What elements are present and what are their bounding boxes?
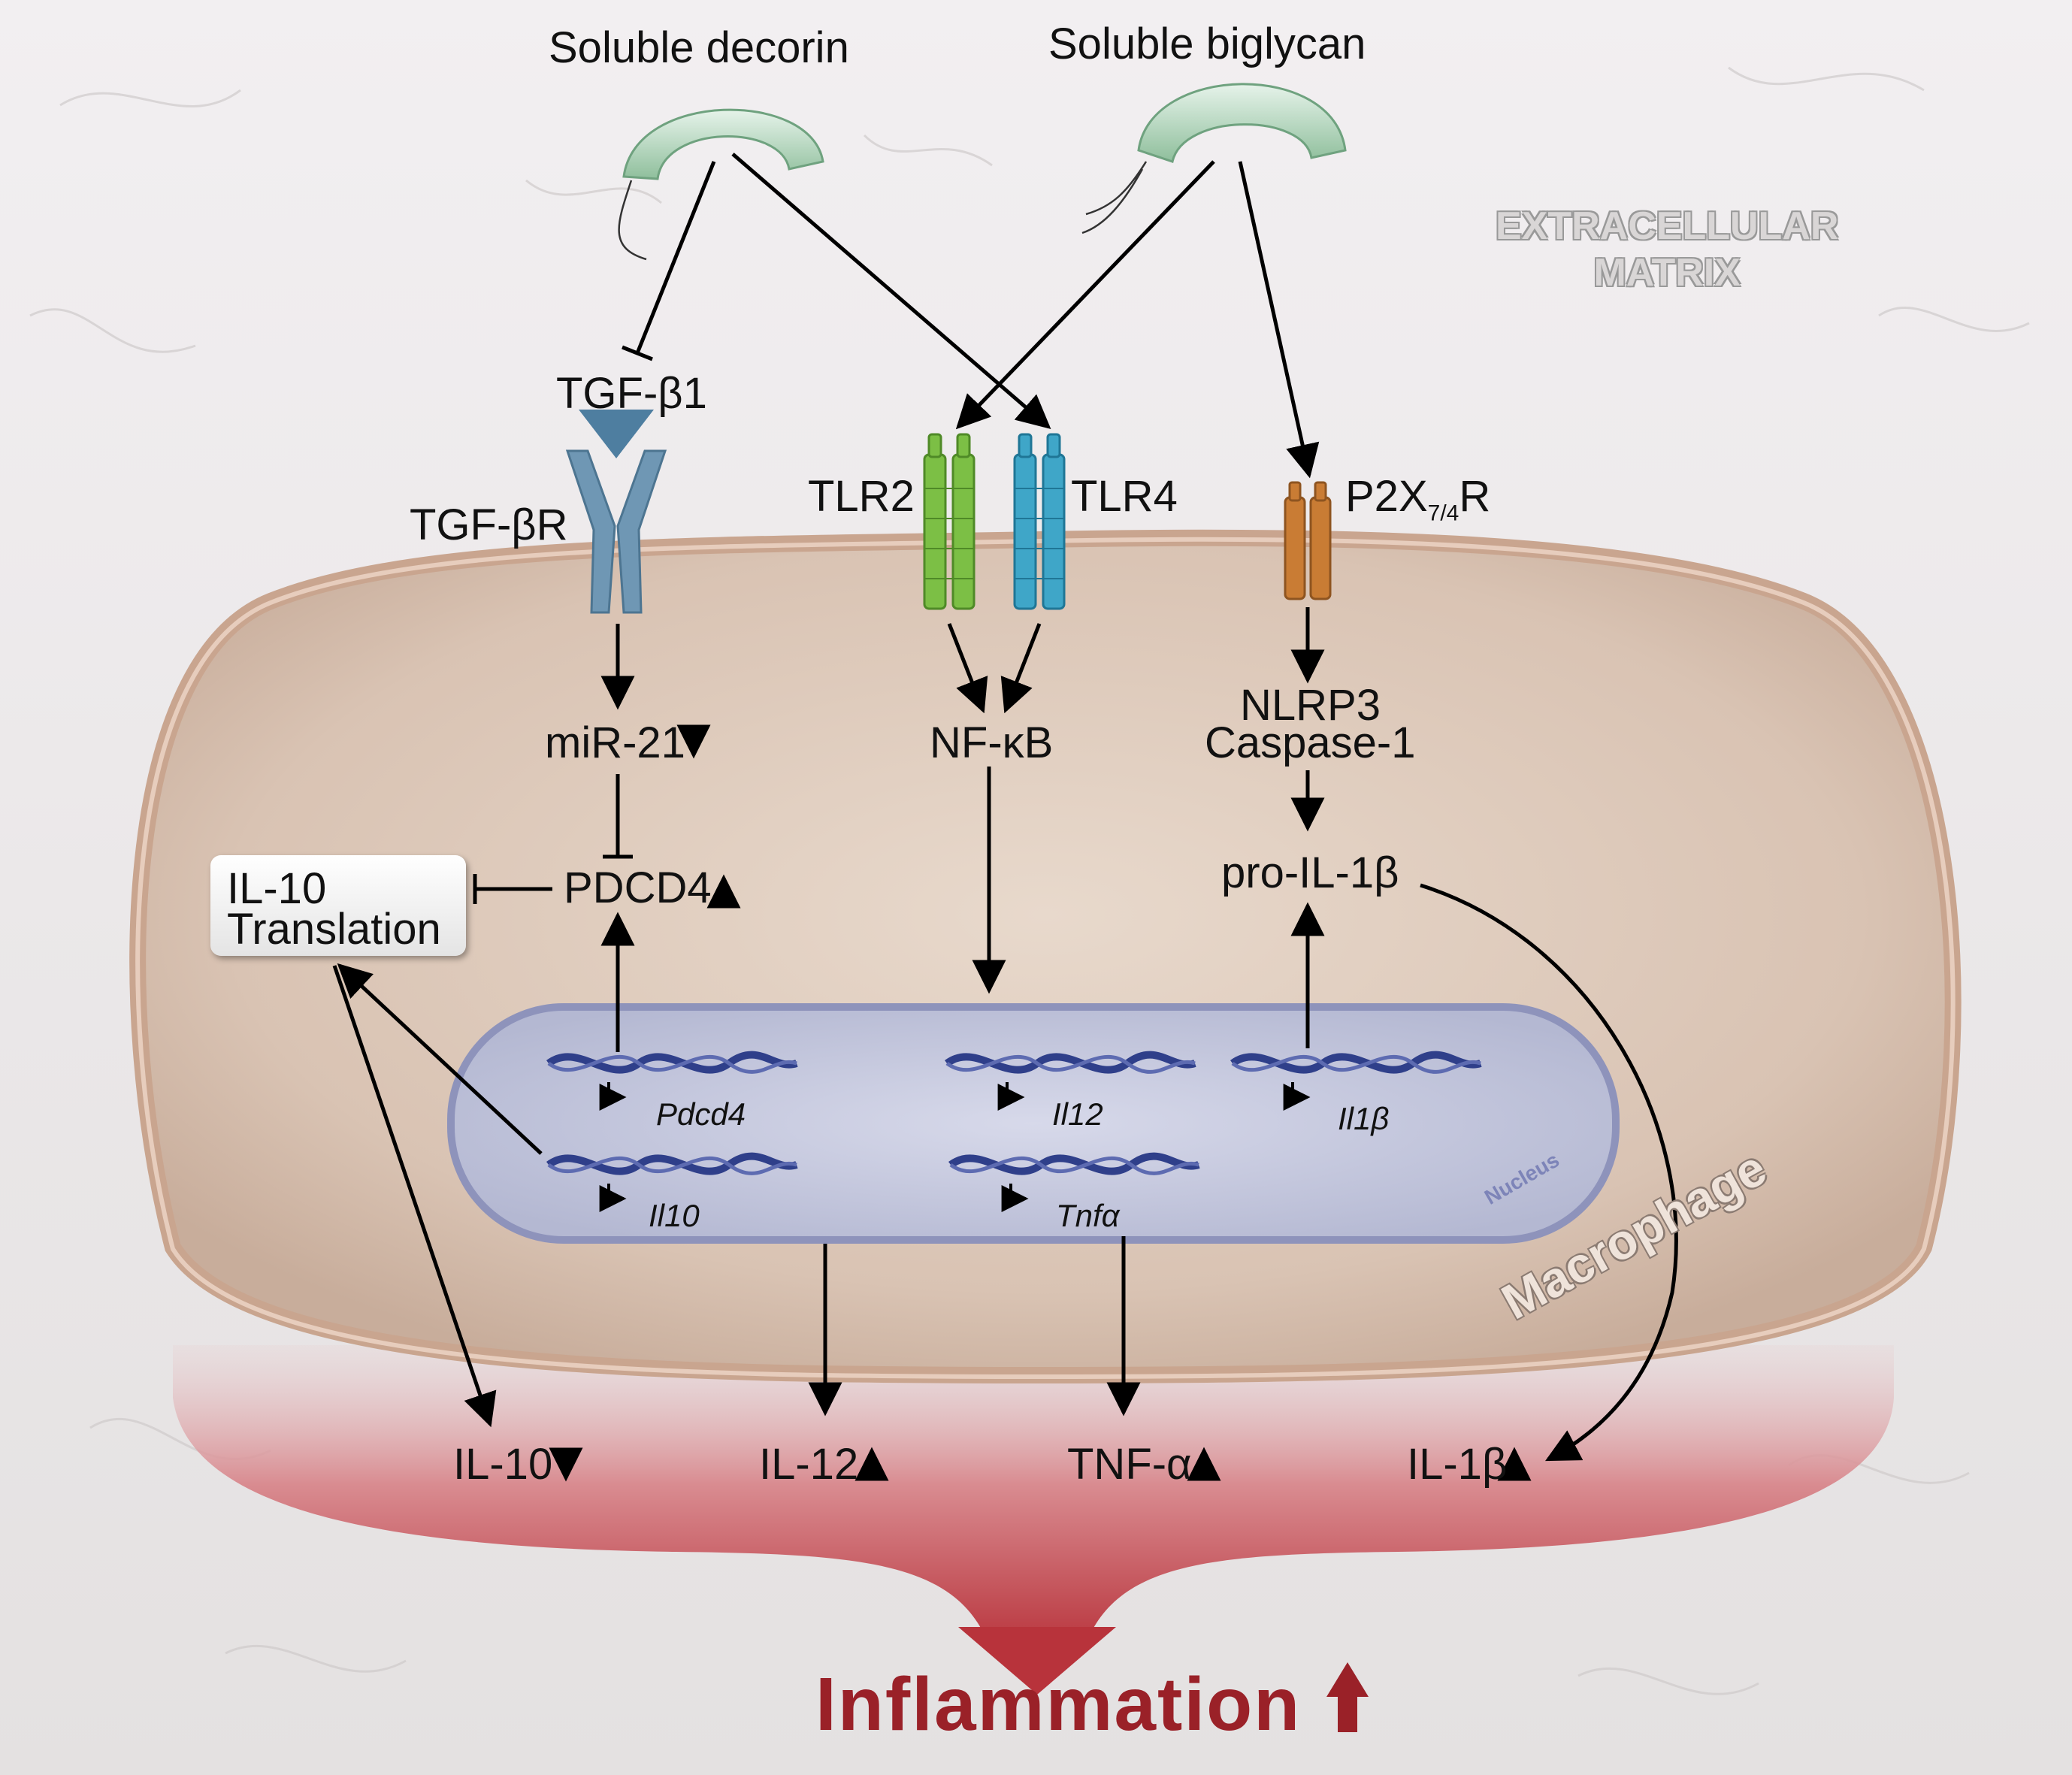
soluble-decorin-label: Soluble decorin [549,23,849,72]
p2x-label: P2X7/4R [1345,475,1490,525]
dna-il10 [546,1152,798,1212]
gene-il1b-label: Il1β [1338,1101,1390,1136]
gene-il12-label: Il12 [1052,1096,1103,1132]
pdcd4-label: PDCD4 [564,863,712,912]
inflammation-arrowhead [958,1627,1116,1695]
tgf-b1-ligand [579,410,654,458]
tlr4-label: TLR4 [1071,472,1178,521]
dna-il12 [945,1051,1196,1111]
il10-translation-line1: IL-10 [227,864,327,913]
gene-tnfa-label: Tnfα [1056,1198,1120,1233]
extracellular-matrix-label: EXTRACELLULAR MATRIX [1496,203,1838,297]
ecm-line1: EXTRACELLULAR [1496,204,1839,248]
gene-pdcd4-label: Pdcd4 [656,1096,746,1132]
il12-output-label: IL-12 [759,1440,859,1489]
nucleus [447,1003,1620,1244]
tlr4-stripes [1015,488,1064,579]
tlr4-receptor [1013,433,1066,610]
nlrp3-label: NLRP3 [1240,681,1381,730]
dna-tnfa [948,1152,1200,1212]
dna-il1b [1230,1051,1482,1111]
tgf-br-label: TGF-βR [410,500,568,549]
macrophage-cell [129,529,1962,1384]
soluble-biglycan-label: Soluble biglycan [1048,20,1366,68]
il10-output-label: IL-10 [453,1440,553,1489]
il1b-output-label: IL-1β [1407,1440,1508,1489]
p2x-subscript: 7/4 [1427,500,1459,526]
il10-translation-line2: Translation [227,905,441,954]
inflammation-funnel [173,1345,1894,1653]
tgf-b1-label: TGF-β1 [556,369,707,418]
biglycan-molecule [1081,83,1347,234]
ecm-line2: MATRIX [1593,251,1741,295]
matrix-fibers [29,66,2030,1695]
tgf-b-receptor [565,449,667,614]
gene-il10-label: Il10 [649,1198,700,1233]
caspase1-label: Caspase-1 [1205,718,1416,767]
dna-pdcd4 [546,1051,798,1111]
inflammation-label: Inflammation [815,1662,1302,1746]
tnfa-output-label: TNF-α [1067,1440,1192,1489]
p2x-receptor [1284,481,1332,600]
cell-membrane-highlight [135,537,1956,1380]
pathway-arrows [332,153,1678,1482]
inflammation-up-arrow [1326,1662,1369,1732]
il10-translation-box: IL-10 Translation [210,855,466,956]
nfkb-label: NF-κB [930,718,1054,767]
pro-il1b-label: pro-IL-1β [1221,848,1399,897]
p2x-tail: R [1459,472,1491,521]
tlr2-label: TLR2 [808,472,915,521]
p2x-main: P2X [1345,472,1428,521]
tlr2-stripes [924,488,974,579]
tlr2-receptor [923,433,976,610]
decorin-molecule [618,108,824,261]
mir21-label: miR-21 [545,718,685,767]
